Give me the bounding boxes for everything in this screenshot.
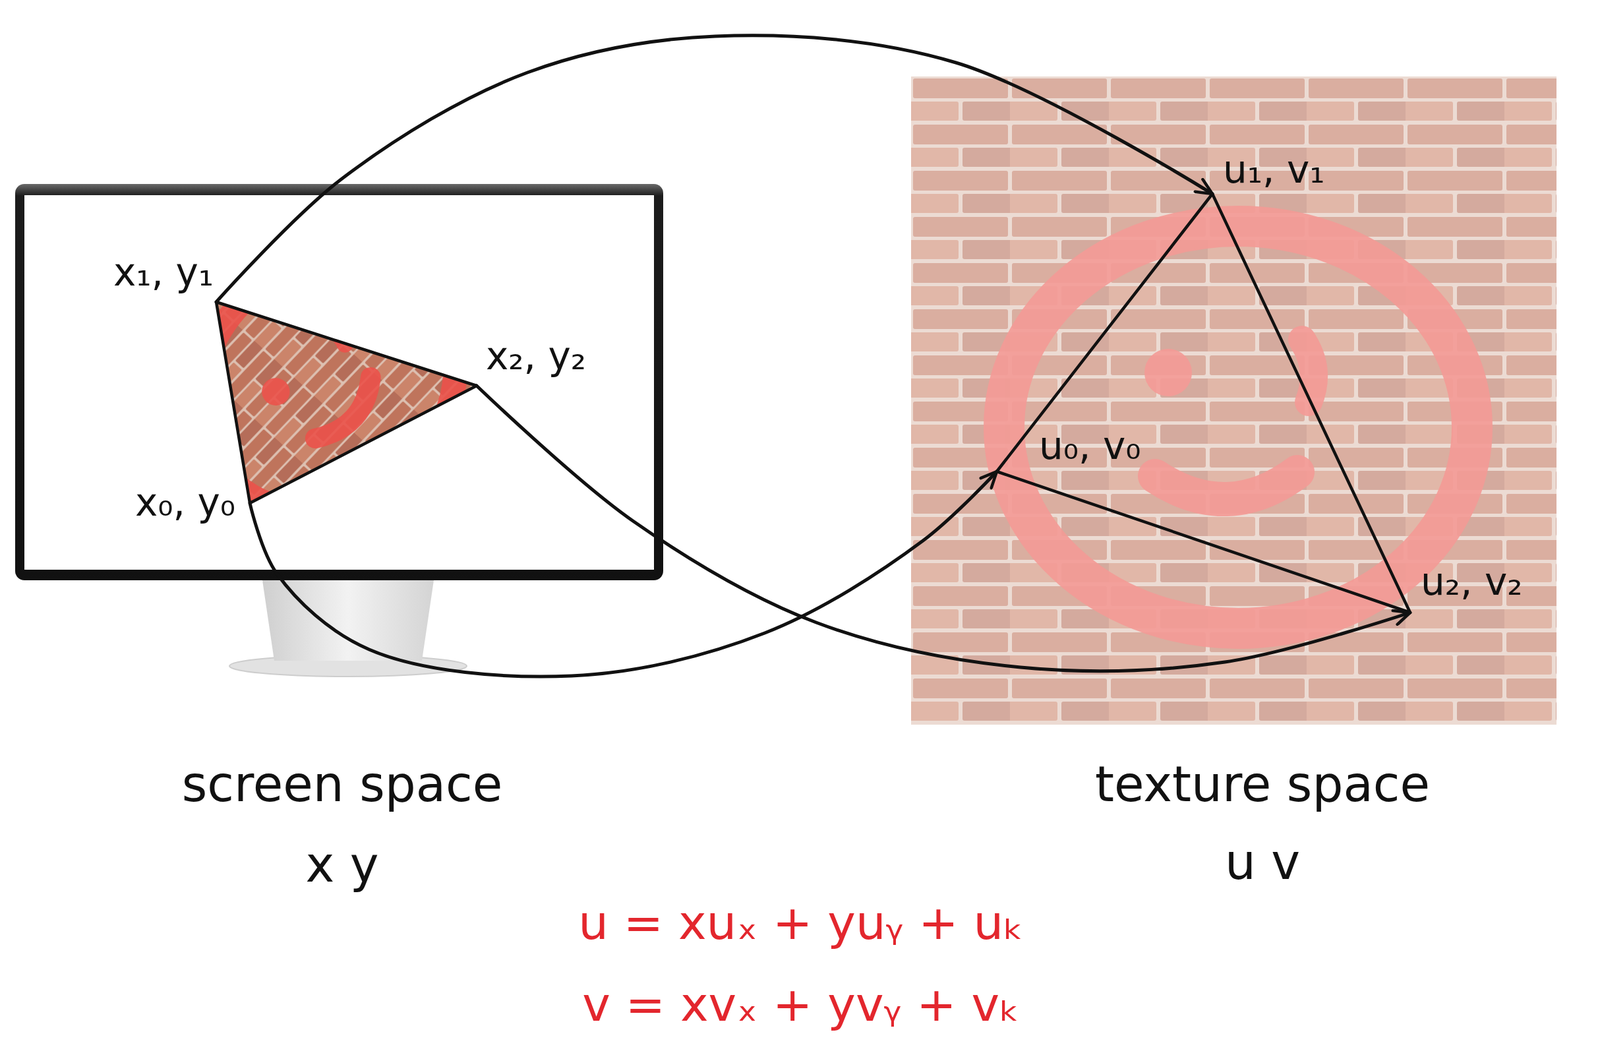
space-caption: x y (305, 835, 379, 894)
vertex-coordinates: x₁, y₁ (113, 251, 214, 295)
vertex-label: u₂, v₂ (1410, 561, 1523, 613)
monitor-bezel (15, 183, 664, 581)
monitor-stand (262, 580, 434, 661)
screen-triangle (216, 301, 477, 504)
monitor-screen (24, 195, 654, 570)
monitor-panel: screen spacex yx₁, y₁x₂, y₂x₀, y₀ (15, 183, 664, 581)
texture-fade (911, 76, 1557, 725)
vertex-coordinates: u₀, v₀ (1038, 425, 1141, 468)
texture-triangle (996, 193, 1411, 613)
space-caption: u v (1224, 832, 1301, 892)
mapping-arrow (476, 385, 1411, 672)
vertex-coordinates: x₂, y₂ (485, 335, 587, 378)
mapping-arrow (249, 471, 997, 677)
vertex-coordinates: u₁, v₁ (1222, 148, 1325, 192)
space-caption: texture space (1095, 754, 1430, 814)
vertex-label: u₀, v₀ (996, 425, 1141, 472)
vertex-coordinates: x₀, y₀ (135, 481, 236, 525)
mapping-equation: v = xvₓ + yvᵧ + vₖ (582, 975, 1020, 1033)
vertex-label: u₁, v₁ (1212, 148, 1325, 194)
texture-tint (129, 218, 477, 560)
vertex-coordinates: u₂, v₂ (1420, 561, 1523, 604)
vertex-label: x₀, y₀ (135, 481, 250, 525)
vertex-label: x₂, y₂ (476, 335, 587, 386)
texture-panel: texture spaceu vu₁, v₁u₀, v₀u₂, v₂ (911, 76, 1557, 725)
screen-texture (44, 110, 585, 641)
brick-texture (911, 76, 1557, 725)
mapping-equation: u = xuₓ + yuᵧ + uₖ (578, 893, 1024, 951)
mapped-texture (44, 110, 585, 641)
mapping-arrow (216, 35, 1213, 302)
space-caption: screen space (181, 754, 504, 814)
vertex-label: x₁, y₁ (113, 251, 217, 302)
